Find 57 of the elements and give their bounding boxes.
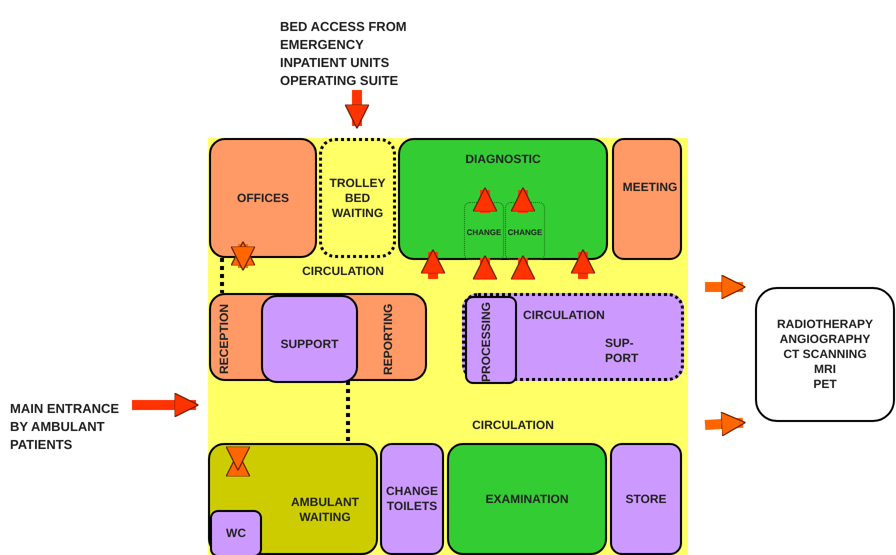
room-label: CHANGE TOILETS (384, 484, 439, 514)
support-area (462, 293, 684, 381)
room-label: ANGIOGRAPHY (780, 332, 870, 347)
dotted-link (346, 381, 350, 443)
room-box (210, 510, 262, 555)
room-label: RECEPTION (217, 303, 232, 376)
room-box (208, 443, 378, 555)
room-label: EXAMINATION (485, 492, 569, 506)
block-arrow (472, 255, 498, 280)
block-arrow (705, 274, 746, 300)
room-label: PET (813, 377, 837, 392)
room-label: MEETING (622, 180, 678, 195)
block-arrow (344, 90, 370, 129)
modality-box (755, 287, 895, 422)
block-arrow (230, 241, 256, 271)
block-arrow (510, 187, 536, 213)
room-label: PROCESSING (479, 302, 494, 382)
note-text: BED ACCESS FROM EMERGENCY INPATIENT UNITS OPERATING SUITE (280, 18, 408, 90)
room-label: CIRCULATION (523, 308, 606, 323)
room-label: DIAGNOSTIC (464, 152, 542, 167)
room-label: STORE (625, 492, 667, 506)
room-box (610, 443, 682, 555)
room-box (612, 138, 682, 260)
block-arrow (420, 249, 446, 279)
room-box (261, 295, 358, 383)
circulation-area (208, 138, 688, 555)
room-box (209, 138, 317, 258)
room-label: SUP- PORT (605, 336, 640, 366)
room-label: MRI (814, 362, 836, 377)
waiting-area (319, 138, 396, 258)
dotted-link (220, 258, 224, 293)
room-label: CHANGE (466, 227, 502, 239)
room-label: OFFICES (236, 190, 289, 206)
room-label: REPORTING (381, 302, 396, 377)
room-label: SUPPORT (279, 337, 340, 352)
room-label: AMBULANT WAITING (290, 495, 360, 525)
room-box (209, 293, 427, 381)
block-arrow (132, 392, 199, 418)
block-arrow (225, 446, 251, 478)
change-cubicle (505, 202, 545, 260)
change-cubicle (464, 202, 504, 260)
block-arrow (570, 249, 596, 279)
block-arrow (704, 411, 746, 437)
room-label: CIRCULATION (471, 418, 555, 433)
note-text: MAIN ENTRANCE BY AMBULANT PATIENTS (10, 400, 120, 454)
room-label: CIRCULATION (301, 264, 385, 279)
room-label: WC (226, 526, 246, 541)
room-box (447, 443, 607, 555)
room-label: CHANGE (506, 227, 544, 239)
room-box (398, 138, 608, 260)
block-arrow (510, 255, 536, 280)
block-arrow (472, 187, 498, 213)
room-label: RADIOTHERAPY (776, 317, 873, 332)
room-box (380, 443, 444, 555)
room-label: TROLLEY BED WAITING (328, 176, 386, 220)
room-label: CT SCANNING (783, 347, 867, 362)
room-box (465, 296, 517, 384)
